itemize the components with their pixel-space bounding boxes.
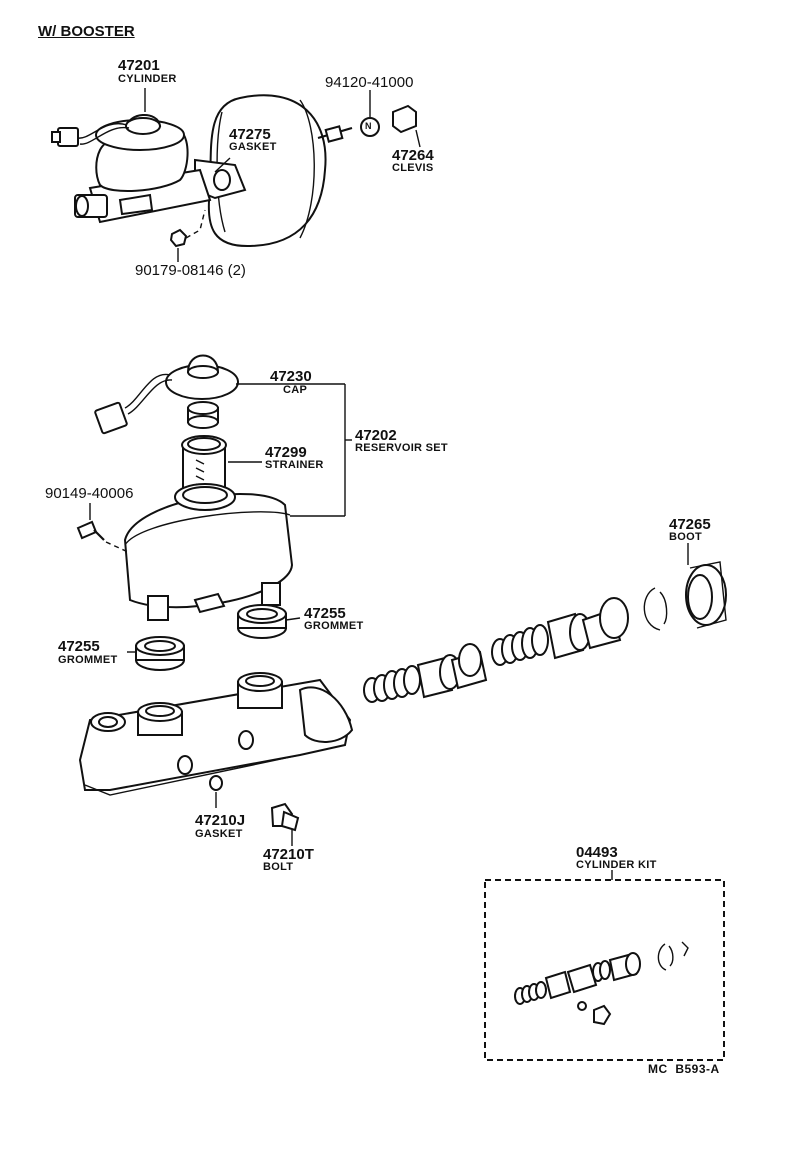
part-47230-number: 47230 xyxy=(270,368,312,385)
part-04493-name: CYLINDER KIT xyxy=(576,859,657,871)
part-94120-number: 94120-41000 xyxy=(325,74,414,91)
part-47210j-name: GASKET xyxy=(195,828,243,840)
part-47201-name: CYLINDER xyxy=(118,73,177,85)
part-47264-name: CLEVIS xyxy=(392,162,434,174)
part-47202-number: 47202 xyxy=(355,427,397,444)
piston-assembly-drawing xyxy=(363,543,727,703)
part-47265-name: BOOT xyxy=(669,531,702,543)
part-47255-b-name: GROMMET xyxy=(58,654,118,666)
cylinder-body-drawing xyxy=(78,672,354,846)
part-47265-number: 47265 xyxy=(669,516,711,533)
part-47264-number: 47264 xyxy=(392,147,434,164)
part-47299-number: 47299 xyxy=(265,444,307,461)
part-47275-number: 47275 xyxy=(229,126,271,143)
booster-assembly-drawing xyxy=(51,88,421,262)
reference-code: MC B593-A xyxy=(648,1062,720,1076)
part-47202-name: RESERVOIR SET xyxy=(355,442,448,454)
part-47255-a-number: 47255 xyxy=(304,605,346,622)
nut-symbol-n: N xyxy=(365,121,372,131)
part-47255-b-number: 47255 xyxy=(58,638,100,655)
part-47255-a-name: GROMMET xyxy=(304,620,364,632)
part-90179-number: 90179-08146 (2) xyxy=(135,262,246,279)
part-90149-number: 90149-40006 xyxy=(45,485,134,502)
diagram-title: W/ BOOSTER xyxy=(38,23,135,40)
cylinder-kit-box xyxy=(484,870,725,1061)
part-47210t-name: BOLT xyxy=(263,861,294,873)
part-47299-name: STRAINER xyxy=(265,459,324,471)
reservoir-set-drawing xyxy=(76,354,352,671)
part-47210j-number: 47210J xyxy=(195,812,246,829)
part-47275-name: GASKET xyxy=(229,141,277,153)
part-47230-name: CAP xyxy=(283,384,308,396)
part-04493-number: 04493 xyxy=(576,844,618,861)
part-47201-number: 47201 xyxy=(118,57,160,74)
part-47210t-number: 47210T xyxy=(263,846,314,863)
